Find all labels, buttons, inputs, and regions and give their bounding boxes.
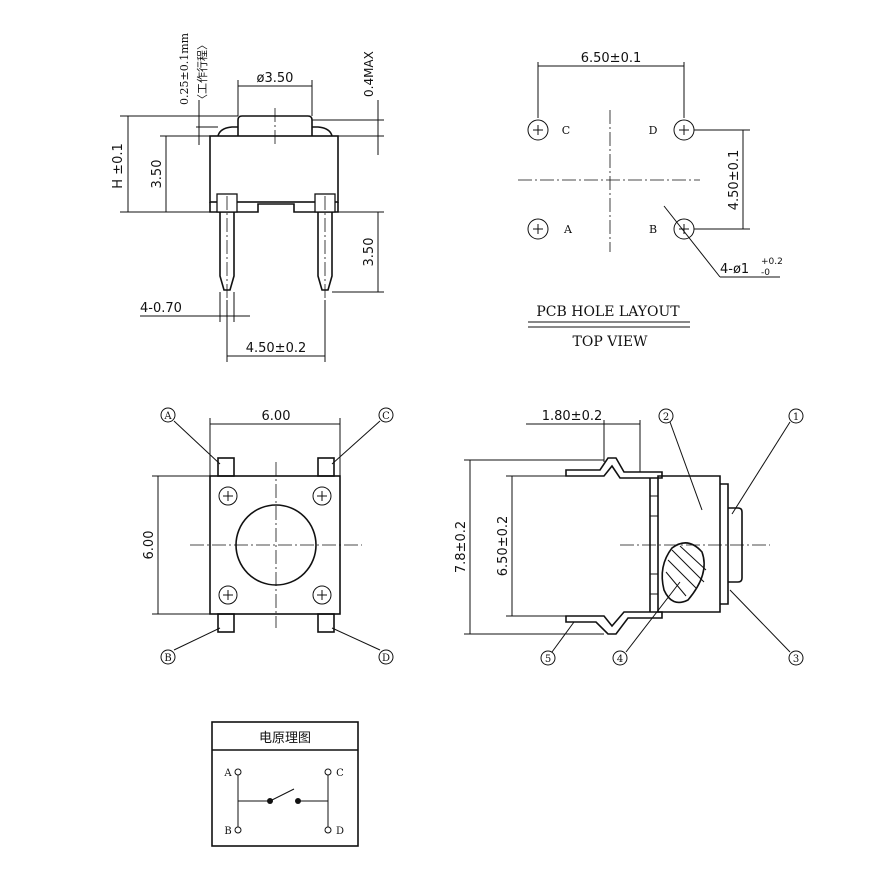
callout-3: 3 [793,654,799,665]
pcb-pin-b-label: B [649,223,657,236]
callout-1: 1 [793,412,799,423]
top-pin-a [217,457,235,477]
top-width-label: 6.00 [262,409,291,424]
pin-length-label: 3.50 [362,238,377,267]
pcb-pin-d-label: D [649,124,658,137]
pcb-pin-a-label: A [563,223,573,236]
top-pin-c [317,457,335,477]
pcb-layout-subtitle: TOP VIEW [573,334,649,350]
section-view: 1.80±0.2 7.8±0.2 6.50±0.2 1 2 3 4 5 [454,408,804,666]
top-hole-c [312,486,332,506]
callout-a: A [163,411,172,422]
section-lead-top [565,457,663,479]
pcb-hole-a [527,218,549,240]
top-pin-b [217,613,235,633]
pcb-hole-d [673,119,695,141]
pcb-pin-c-label: C [562,124,570,137]
pcb-hole-tol-minus: -0 [761,268,770,278]
cap-diameter-label: ø3.50 [257,71,294,86]
schematic-pin-c: C [336,768,344,779]
callout-2: 2 [663,412,669,423]
stroke-label-cn: 〈工作行程〉 [196,39,209,105]
side-body [209,135,339,203]
body-height-label: 3.50 [150,160,165,189]
pcb-hole-label: 4-ø1 [720,262,749,277]
callout-5: 5 [545,654,551,665]
pcb-height-label: 4.50±0.1 [727,150,742,211]
top-pin-d [317,613,335,633]
schematic-pin-a: A [223,768,232,779]
side-cap-shoulder-right [312,126,333,137]
top-view: 6.00 6.00 A C B D [142,407,394,665]
stroke-label: 0.25±0.1mm [178,32,191,105]
callout-b: B [164,653,171,664]
schematic-pin-b: B [224,826,231,837]
top-height-label: 6.00 [142,531,157,560]
pcb-hole-layout: 6.50±0.1 C D A B 4.50±0.1 [518,51,783,350]
schematic-title: 电原理图 [259,731,311,746]
lead-width-label: 1.80±0.2 [542,409,603,424]
top-hole-d [312,585,332,605]
schematic-pin-d: D [336,826,344,837]
callout-c: C [382,411,390,422]
max-label: 0.4MAX [362,51,376,97]
pin-width-label: 4-0.70 [140,301,182,316]
pcb-hole-tol-plus: +0.2 [761,257,783,267]
pcb-width-label: 6.50±0.1 [581,51,642,66]
overall-height-label: 7.8±0.2 [454,521,469,573]
section-lead-bottom [565,611,663,635]
section-dome [661,542,705,604]
pcb-layout-title: PCB HOLE LAYOUT [536,304,680,320]
pin-pitch-label: 4.50±0.2 [246,341,307,356]
schematic-frame [211,721,359,847]
top-hole-b [218,585,238,605]
section-plunger [720,483,729,605]
top-hole-a [218,486,238,506]
callout-d: D [382,653,390,664]
top-button [235,504,317,586]
schematic: 电原理图 A B C D [211,721,359,847]
height-label: H ±0.1 [111,143,126,188]
body-height-section-label: 6.50±0.2 [496,516,511,577]
callout-4: 4 [617,654,623,665]
pcb-hole-c [527,119,549,141]
side-view: ø3.50 0.25±0.1mm 〈工作行程〉 0.4MAX H ±0.1 3.… [111,32,384,362]
side-cap-shoulder-left [217,126,238,137]
